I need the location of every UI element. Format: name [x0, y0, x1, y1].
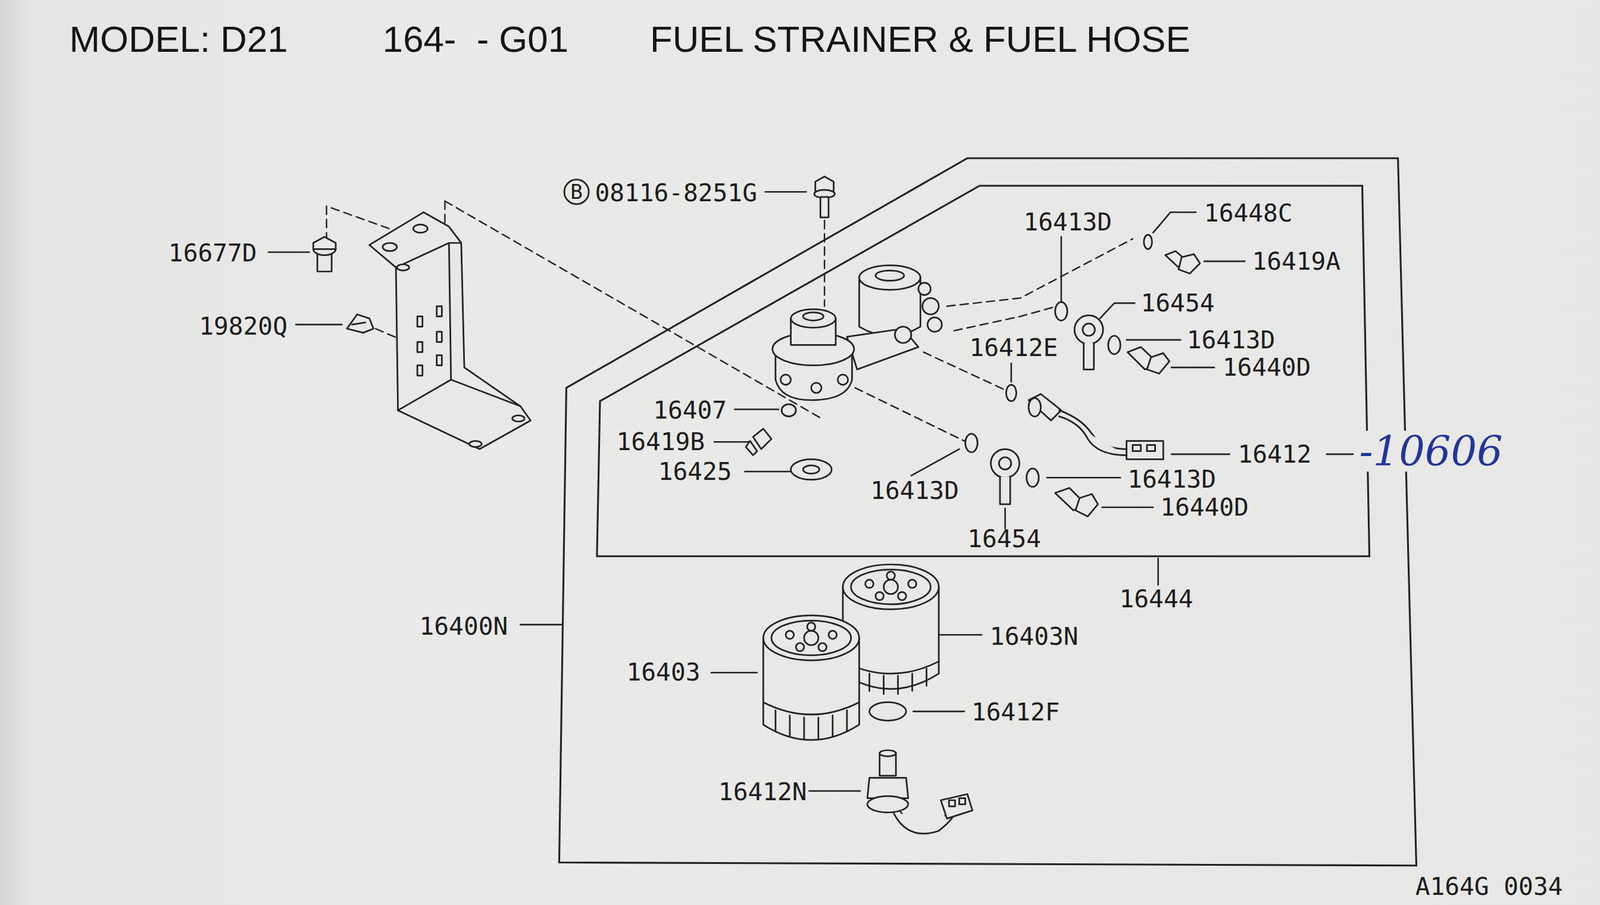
callout-number: 16454 [1141, 290, 1215, 315]
mounting-bracket [369, 212, 531, 450]
circled-mark [564, 179, 589, 205]
callout-number: 16413D [1127, 467, 1217, 492]
callout-number: 16413D [1186, 327, 1276, 352]
clip [347, 314, 374, 333]
outline-polygon [558, 158, 1417, 866]
bolt [313, 236, 336, 272]
figure-code: A164G 0034 [1415, 874, 1564, 899]
section-code: 164- - G01 [382, 20, 569, 58]
callout-number: 16412 [1237, 441, 1312, 467]
callout-number: 16413D [1023, 210, 1112, 235]
sensor-16412 [1028, 394, 1164, 460]
callout-number: 16425 [658, 458, 733, 484]
fuel-strainer-head [772, 265, 943, 400]
outline-polygon [597, 185, 1370, 556]
diagram-title: FUEL STRAINER & FUEL HOSE [650, 20, 1191, 58]
callout-number: 16677D [168, 240, 258, 265]
callout-number: 16454 [967, 526, 1042, 551]
fuel-filter [763, 615, 859, 740]
circle-letter: B [570, 181, 583, 202]
washers [781, 234, 1152, 487]
callout-number: 16413D [870, 477, 959, 503]
callout-number: 16440D [1222, 354, 1312, 380]
callout-number: 16440D [1160, 494, 1249, 520]
assembly-callout: 16400N [419, 613, 509, 639]
assembly-callout: 16444 [1119, 586, 1194, 611]
part-number: 08116-8251G [594, 180, 757, 205]
callout-number: 16412F [971, 699, 1061, 724]
o-ring [869, 701, 907, 721]
callout-number: 16403 [626, 660, 701, 685]
callout-number: 16403N [989, 624, 1079, 649]
sensor-16412N [867, 750, 973, 834]
callout-number: 16412E [969, 335, 1059, 360]
model-code: MODEL: D21 [69, 20, 289, 58]
callout-number: 19820Q [198, 313, 288, 339]
callout-number: 16419A [1251, 248, 1341, 274]
bolt [814, 176, 835, 218]
callout-number: 16407 [652, 397, 727, 423]
callout-number: 16448C [1204, 200, 1293, 225]
handwritten-note: -10606 [1355, 430, 1508, 473]
callout-number: 16412N [718, 779, 808, 804]
callout-number: 16419B [616, 429, 705, 454]
